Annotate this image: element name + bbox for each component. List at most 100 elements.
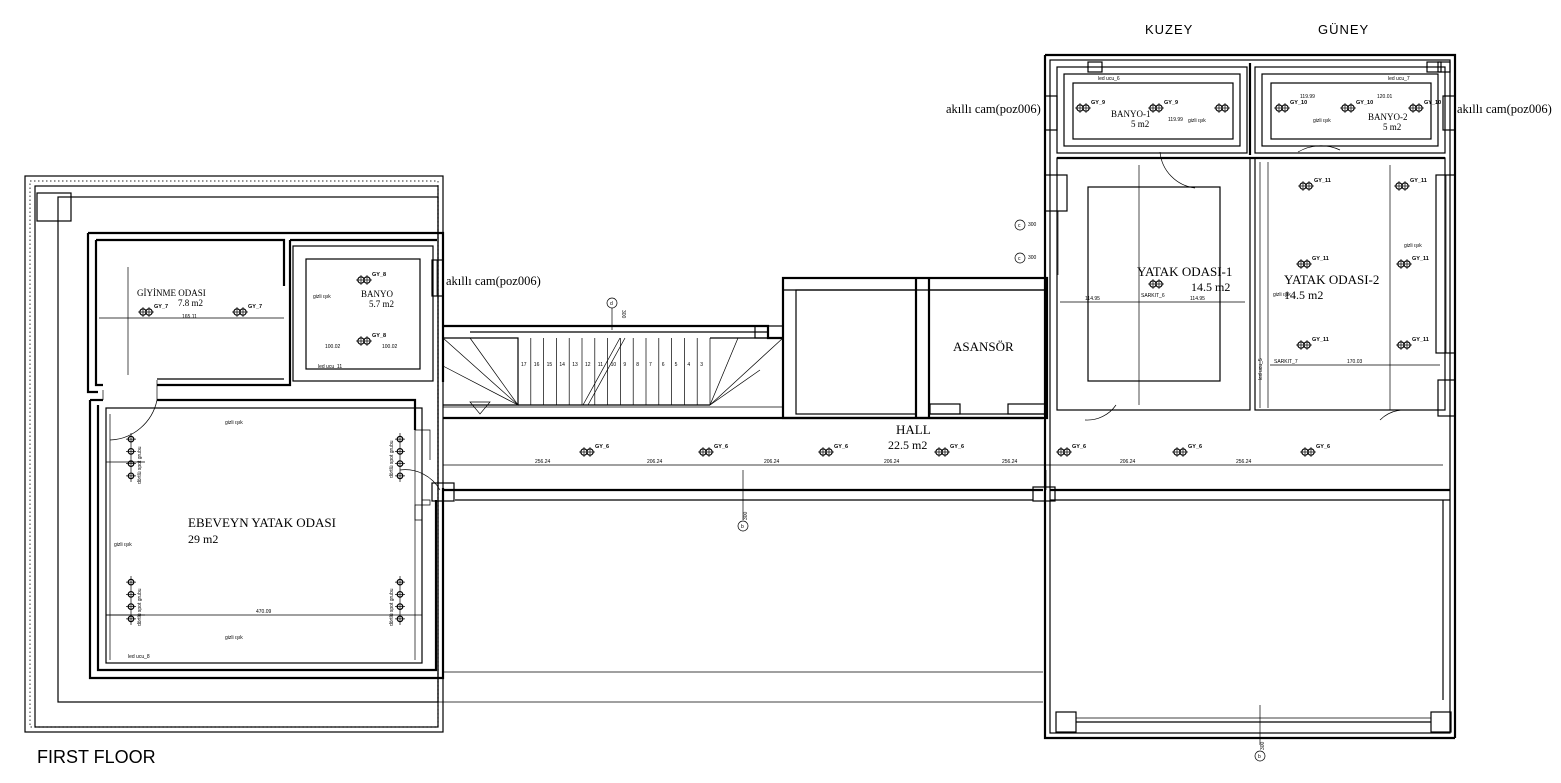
bath2-name: BANYO-2 xyxy=(1368,112,1408,122)
gizli-label-master-bottom: gizli ışık xyxy=(225,635,243,641)
fixture-label: GY_6 xyxy=(595,444,609,450)
stair-number: 12 xyxy=(585,362,591,368)
light-fixture-icon: GY_10 xyxy=(1340,100,1373,113)
fixture-label: GY_7 xyxy=(154,304,168,310)
stair-number: 6 xyxy=(662,362,665,368)
stair-number: 7 xyxy=(649,362,652,368)
section-mark-b-right: b 300 xyxy=(1254,741,1266,762)
fixture-label: GY_6 xyxy=(834,444,848,450)
fixture-label: GY_8 xyxy=(372,333,386,339)
bath-room-name: BANYO xyxy=(361,289,394,299)
gizli-label-bath1: gizli ışık xyxy=(1188,118,1206,124)
fixture-label: GY_10 xyxy=(1424,100,1441,106)
fixture-label: GY_6 xyxy=(1316,444,1330,450)
light-fixture-icon: GY_8 xyxy=(356,272,386,285)
fixture-label: GY_6 xyxy=(1072,444,1086,450)
dim-bath-w1: 100.02 xyxy=(325,344,341,350)
stair-number: 4 xyxy=(687,362,690,368)
light-fixture-icon xyxy=(1214,103,1230,113)
bed1-area: 14.5 m2 xyxy=(1191,280,1230,294)
dim-b1-a: 119.99 xyxy=(1168,117,1183,123)
light-fixture-icon: GY_11 xyxy=(1396,337,1429,350)
section-mark-d: d 300 xyxy=(606,297,626,330)
dressing-room-name: GİYİNME ODASI xyxy=(137,288,206,298)
led-label-master: led ucu_8 xyxy=(128,654,150,660)
bed2-name: YATAK ODASI-2 xyxy=(1284,272,1379,287)
light-fixture-icon: GY_11 xyxy=(1396,256,1429,269)
master-room-name: EBEVEYN YATAK ODASI xyxy=(188,515,336,530)
hall-area: 22.5 m2 xyxy=(888,438,927,452)
bath1-name: BANYO-1 xyxy=(1111,109,1151,119)
north-label: KUZEY xyxy=(1145,22,1193,37)
dim-master-width: 470.09 xyxy=(256,609,272,615)
section-value-b1: 300 xyxy=(743,511,749,520)
bed2-area: 14.5 m2 xyxy=(1284,288,1323,302)
dim-bed2-w: 170.03 xyxy=(1347,359,1363,365)
section-letter-c1: c xyxy=(1018,223,1021,229)
fixture-label: GY_8 xyxy=(372,272,386,278)
section-letter-d: d xyxy=(610,301,613,307)
stair-number: 16 xyxy=(534,362,540,368)
dim-bed1-w: 114.95 xyxy=(1085,296,1100,302)
dim-bath-w2: 100.02 xyxy=(382,344,398,350)
stair-number: 11 xyxy=(598,362,603,368)
fixture-label: GY_9 xyxy=(1091,100,1105,106)
master-room-area: 29 m2 xyxy=(188,532,218,546)
gizli-label-bath2: gizli ışık xyxy=(1313,118,1331,124)
bath2-area: 5 m2 xyxy=(1383,122,1401,132)
light-fixture-icon: GY_6 xyxy=(698,444,728,457)
stair-number: 9 xyxy=(623,362,626,368)
bath1-area: 5 m2 xyxy=(1131,119,1149,129)
dressing-room-area: 7.8 m2 xyxy=(178,298,203,308)
elevator-block xyxy=(781,276,1049,420)
led-label-bed2-a: led ucu_5 xyxy=(1258,358,1264,380)
south-label: GÜNEY xyxy=(1318,22,1369,37)
gizli-label-master-left: gizli ışık xyxy=(114,542,132,548)
section-value-b2: 300 xyxy=(1260,741,1266,750)
floor-label: FIRST FLOOR xyxy=(37,747,156,767)
fixture-label: GY_11 xyxy=(1312,256,1329,262)
smart-glass-note-right: akıllı cam(poz006) xyxy=(1457,102,1552,116)
hall-dimension-label: 206.24 xyxy=(884,459,900,465)
sarkit-label-bed2: SARKIT_7 xyxy=(1274,359,1298,365)
light-fixture-icon: GY_11 xyxy=(1394,178,1427,191)
stair-treads xyxy=(517,338,698,405)
stair-number: 5 xyxy=(675,362,678,368)
fixture-label: GY_6 xyxy=(1188,444,1202,450)
fixture-label: GY_10 xyxy=(1356,100,1373,106)
led-label-bath2: led ucu_7 xyxy=(1388,76,1410,82)
spot-group-icon xyxy=(395,576,405,625)
light-fixture-icon: GY_9 xyxy=(1075,100,1105,113)
elevator-name: ASANSÖR xyxy=(953,339,1014,354)
light-fixture-icon: GY_10 xyxy=(1408,100,1441,113)
spot-group-icon xyxy=(126,433,136,482)
stair-number: 17 xyxy=(521,362,527,368)
hall-name: HALL xyxy=(896,422,931,437)
light-fixture-icon: GY_6 xyxy=(934,444,964,457)
gizli-label-master-top: gizli ışık xyxy=(225,420,243,426)
stair-number: 8 xyxy=(636,362,639,368)
section-letter-b1: b xyxy=(741,524,744,530)
hall-walls xyxy=(399,416,1443,520)
light-fixture-icon: GY_10 xyxy=(1274,100,1307,113)
section-value-d: 300 xyxy=(620,310,626,319)
stair-number: 10 xyxy=(611,362,617,368)
light-fixture-icon: GY_11 xyxy=(1296,337,1329,350)
hall-dimension-label: 256.24 xyxy=(535,459,551,465)
led-label-bath: led ucu_11 xyxy=(318,364,342,370)
light-fixture-icon: GY_7 xyxy=(232,304,262,317)
sarkit-label-bed1: SARKIT_6 xyxy=(1141,293,1165,299)
smart-glass-note-mid: akıllı cam(poz006) xyxy=(446,274,541,288)
section-letter-b2: b xyxy=(1258,754,1261,760)
section-mark-c-1: c 300 xyxy=(1014,219,1037,231)
light-fixture-icon: GY_6 xyxy=(818,444,848,457)
hall-dimension-label: 256.24 xyxy=(1002,459,1018,465)
bath-room-area: 5.7 m2 xyxy=(369,299,394,309)
section-value-c1: 300 xyxy=(1028,222,1037,228)
gizli-label-bed2: gizli ışık xyxy=(1404,243,1422,249)
light-fixture-icon: GY_11 xyxy=(1296,256,1329,269)
